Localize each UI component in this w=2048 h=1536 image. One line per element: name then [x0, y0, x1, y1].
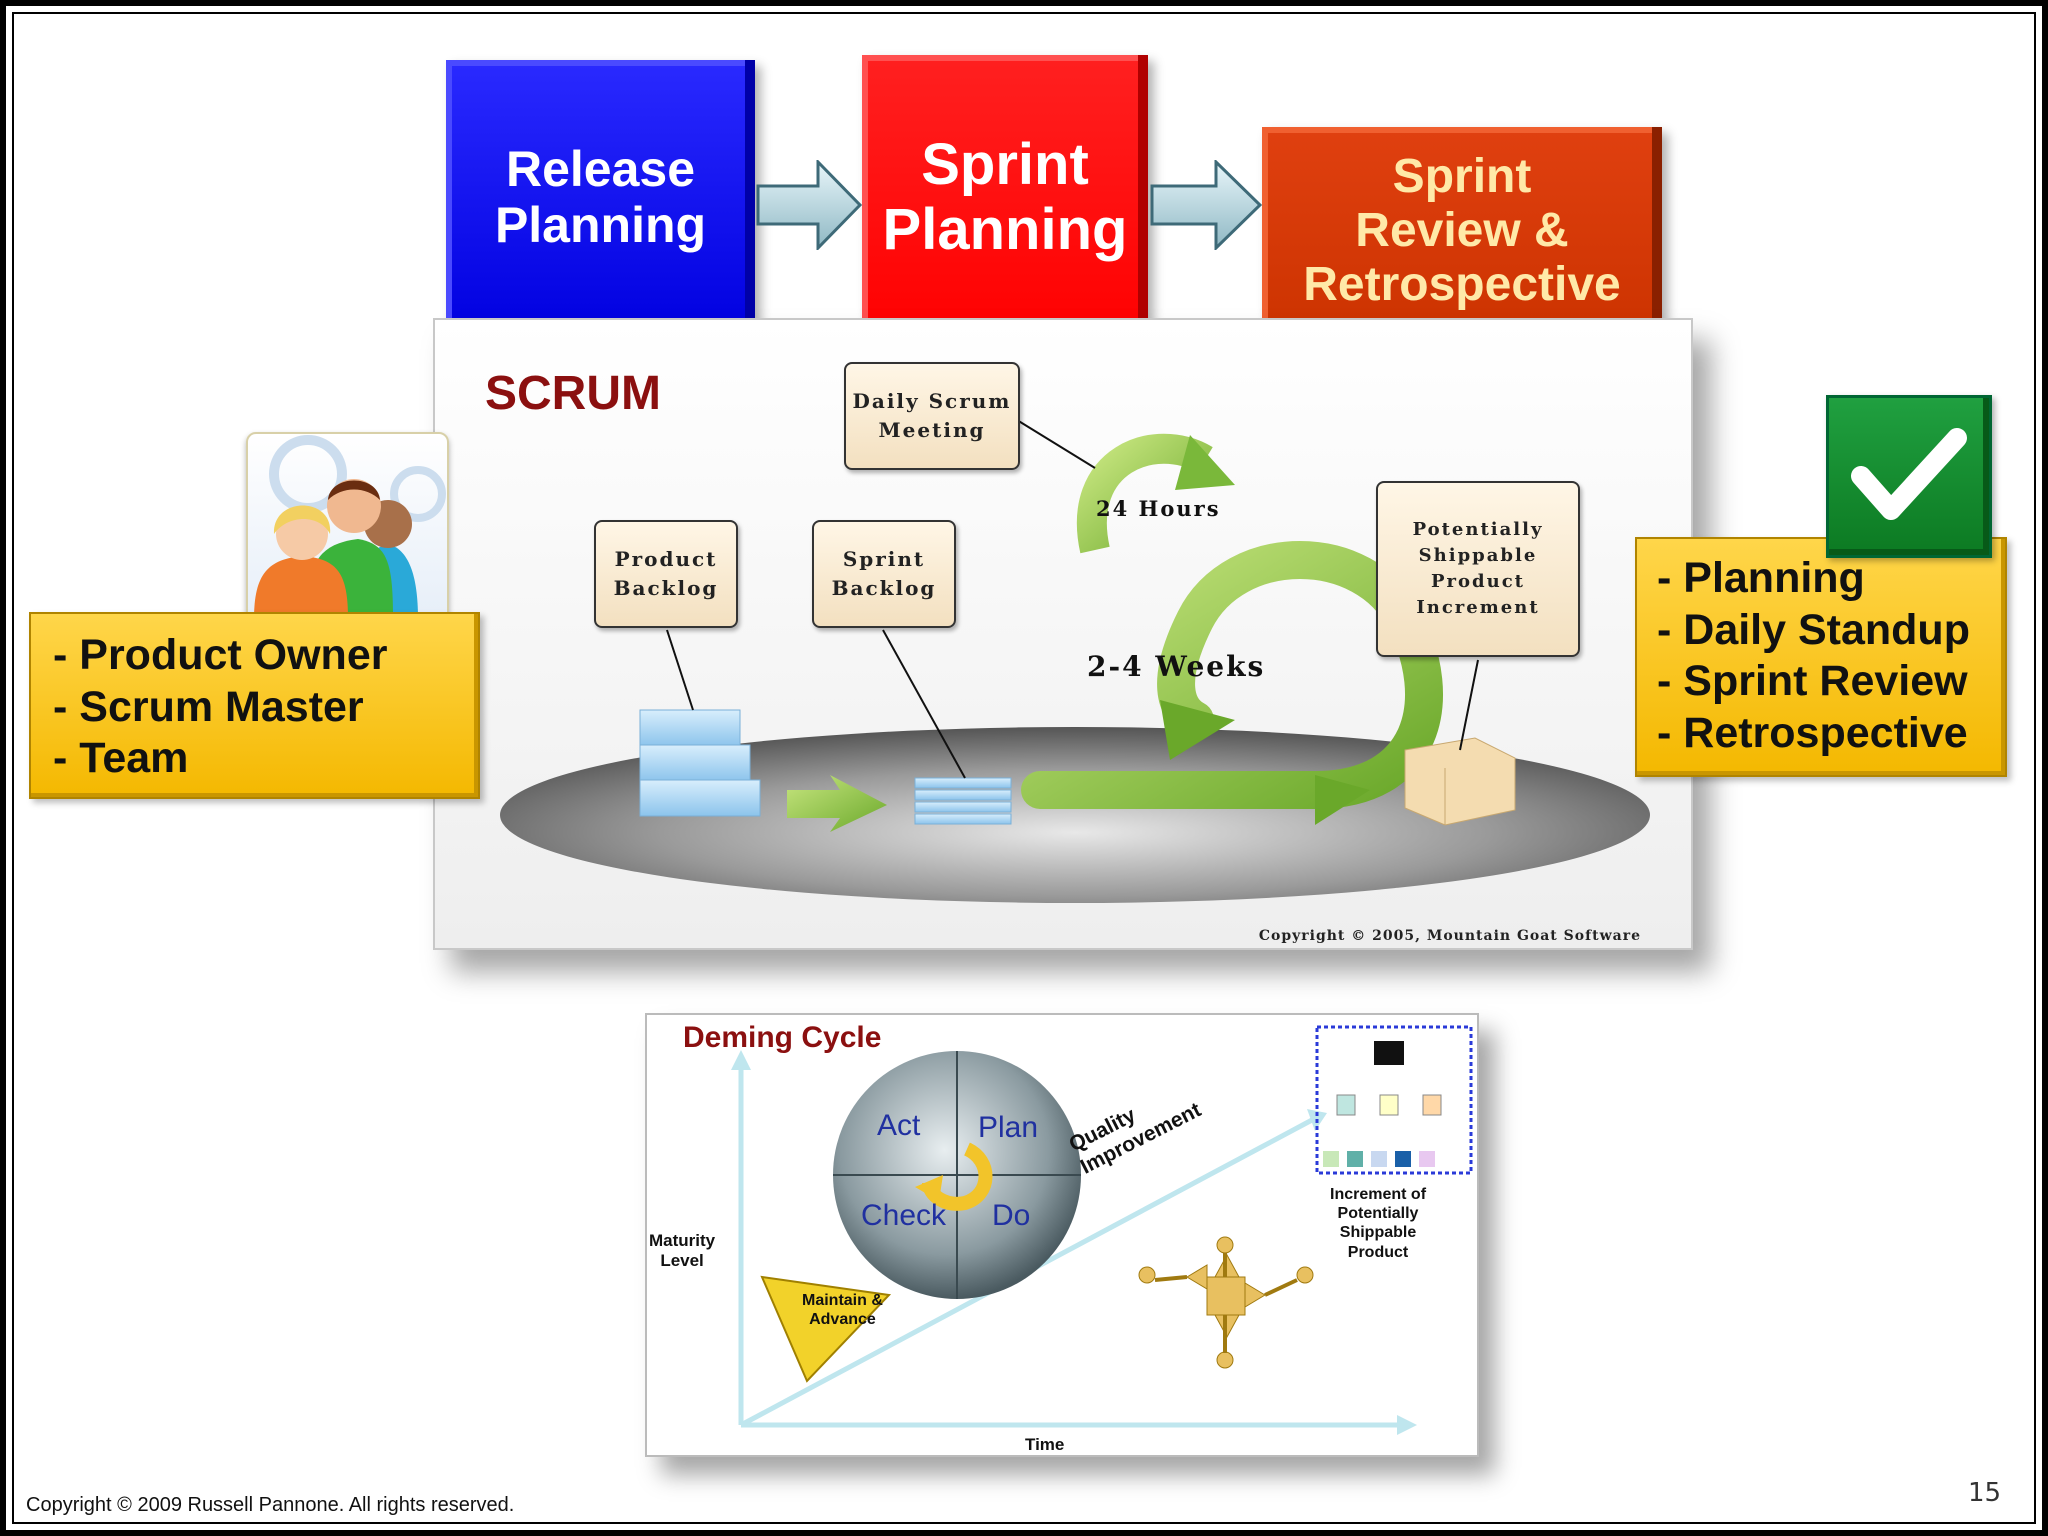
role-item: - Team — [53, 734, 189, 783]
role-item: - Product Owner — [53, 631, 388, 679]
events-box: - Planning - Daily Standup - Sprint Revi… — [1635, 537, 2007, 777]
daily-scrum-label: Daily Scrum Meeting — [844, 362, 1020, 470]
role-item: - Scrum Master — [53, 682, 364, 731]
maturity-level-label: Maturity Level — [649, 1231, 716, 1271]
sprint-backlog-text: Sprint Backlog — [831, 547, 937, 600]
deming-graphic — [731, 1025, 1473, 1435]
daily-scrum-text: Daily Scrum Meeting — [852, 389, 1012, 442]
arrow-right-icon — [1150, 160, 1262, 250]
event-item: - Planning — [1657, 554, 1865, 602]
increment-label: Potentially Shippable Product Increment — [1376, 481, 1580, 657]
page-number: 15 — [1968, 1478, 2002, 1508]
sprint-planning-label: Sprint Planning — [882, 131, 1128, 262]
product-backlog-label: Product Backlog — [594, 520, 738, 628]
product-backlog-text: Product Backlog — [613, 547, 719, 600]
checkmark-icon — [1826, 395, 1992, 558]
deming-title: Deming Cycle — [683, 1021, 882, 1054]
increment-label-deming: Increment of Potentially Shippable Produ… — [1330, 1186, 1427, 1261]
time-label: Time — [1025, 1435, 1065, 1454]
scrum-title: SCRUM — [485, 367, 661, 420]
hours-label: 24 Hours — [1096, 496, 1221, 521]
act-label: Act — [877, 1109, 921, 1142]
sprint-planning-box: Sprint Planning — [862, 55, 1148, 340]
weeks-label: 2-4 Weeks — [1087, 650, 1266, 683]
check-label: Check — [861, 1199, 947, 1232]
increment-text: Potentially Shippable Product Increment — [1412, 518, 1544, 619]
scrum-flow-graphic — [500, 419, 1650, 903]
sprint-review-box: Sprint Review & Retrospective — [1262, 127, 1662, 335]
release-planning-label: Release Planning — [494, 141, 707, 253]
release-planning-box: Release Planning — [446, 60, 755, 334]
do-label: Do — [992, 1199, 1031, 1232]
deming-cycle-diagram: Deming Cycle — [645, 1013, 1479, 1457]
arrow-right-icon — [756, 160, 862, 250]
scrum-copyright: Copyright © 2005, Mountain Goat Software — [1258, 928, 1641, 944]
footer-copyright: Copyright © 2009 Russell Pannone. All ri… — [26, 1494, 515, 1516]
sprint-review-label: Sprint Review & Retrospective — [1303, 150, 1621, 311]
plan-label: Plan — [978, 1111, 1039, 1144]
sprint-backlog-label: Sprint Backlog — [812, 520, 956, 628]
roles-box: - Product Owner - Scrum Master - Team — [29, 612, 480, 799]
scrum-diagram: SCRUM Daily S — [433, 318, 1693, 950]
event-item: - Sprint Review — [1657, 657, 1968, 706]
event-item: - Retrospective — [1657, 708, 1968, 757]
maintain-advance-label: Maintain & Advance — [802, 1292, 883, 1329]
event-item: - Daily Standup — [1657, 605, 1970, 654]
people-icon — [246, 432, 449, 623]
